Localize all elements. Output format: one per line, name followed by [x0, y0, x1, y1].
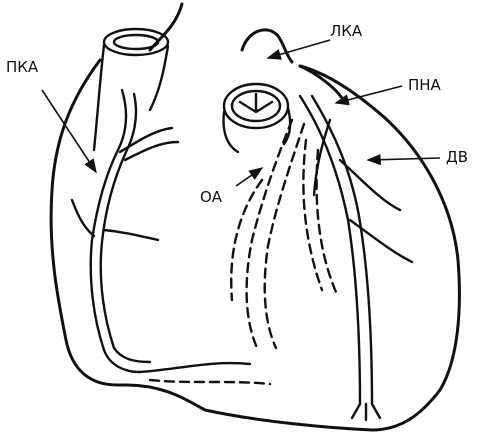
dv-pointer	[368, 158, 440, 160]
oa-pointer	[236, 168, 262, 186]
right-coronary-artery	[72, 90, 250, 372]
left-anterior-descending-artery	[300, 96, 412, 420]
label-oa: ОА	[200, 188, 223, 206]
label-dv: ДВ	[446, 148, 468, 166]
pulmonary-valve	[224, 84, 291, 152]
circumflex-artery	[150, 120, 336, 384]
heart-outline	[51, 4, 459, 430]
lka-pointer	[268, 40, 330, 58]
label-pka: ПКА	[6, 58, 39, 76]
label-pna: ПНА	[408, 76, 442, 94]
left-atrium-top	[242, 30, 292, 62]
pka-pointer	[42, 90, 96, 172]
label-lka: ЛКА	[330, 22, 363, 40]
